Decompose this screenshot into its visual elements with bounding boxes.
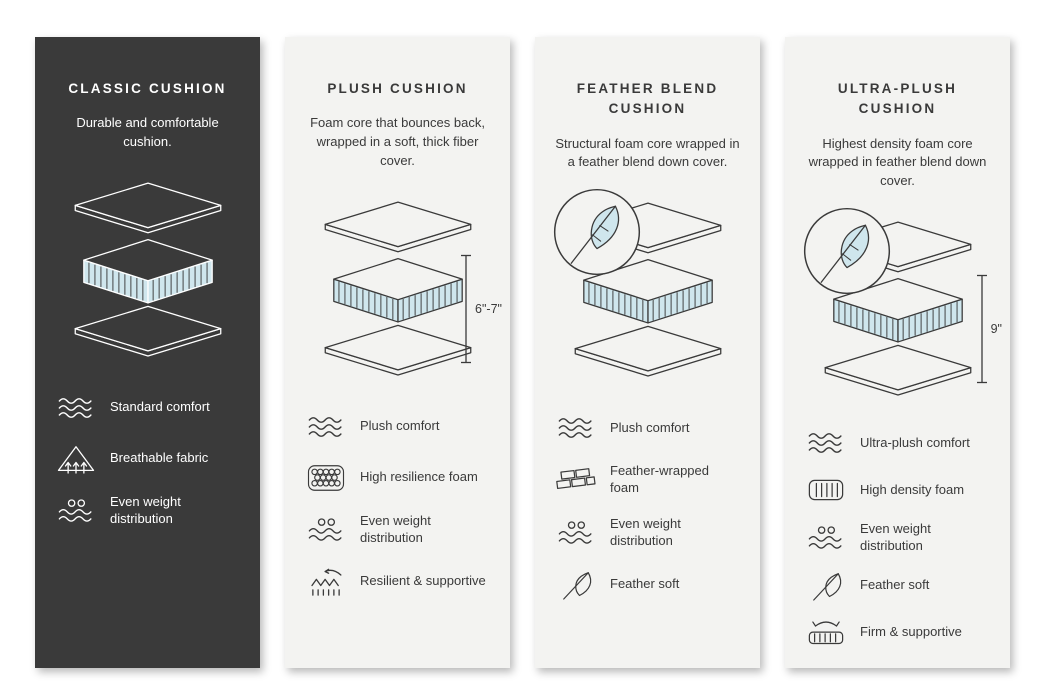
card-plush-cushion: PLUSH CUSHION Foam core that bounces bac…: [285, 37, 510, 668]
cushion-diagram: 6"-7": [303, 197, 502, 381]
feature-row: Even weight distribution: [305, 513, 490, 547]
weight-distribution-icon: [805, 522, 847, 554]
feature-row: Even weight distribution: [805, 521, 990, 555]
measurement-label: 9": [990, 322, 1002, 337]
feature-row: Resilient & supportive: [305, 566, 490, 598]
spring-icon: [305, 566, 347, 598]
feature-label: Resilient & supportive: [360, 573, 486, 589]
card-classic-cushion: CLASSIC CUSHION Durable and comfortable …: [35, 37, 260, 668]
waves-icon: [555, 412, 597, 444]
feature-label: Standard comfort: [110, 399, 210, 415]
feature-label: Feather-wrapped foam: [610, 463, 709, 496]
weight-distribution-icon: [555, 517, 597, 549]
foam-cells-icon: [305, 462, 347, 494]
height-measurement: 6"-7": [460, 253, 502, 365]
waves-icon: [805, 427, 847, 459]
feature-row: Plush comfort: [305, 411, 490, 443]
card-description: Highest density foam core wrapped in fea…: [808, 135, 987, 189]
feature-label: Even weight distribution: [360, 512, 431, 545]
feature-list: Ultra-plush comfort High density foam Ev…: [803, 427, 992, 649]
feature-label: Plush comfort: [360, 418, 440, 434]
card-title: ULTRA-PLUSH CUSHION: [837, 81, 958, 117]
feature-row: Standard comfort: [55, 392, 240, 424]
feature-row: Breathable fabric: [55, 443, 240, 475]
feature-label: Feather soft: [860, 577, 930, 593]
feature-row: High resilience foam: [305, 462, 490, 494]
cushion-diagram: [53, 178, 242, 362]
feather-icon: [805, 570, 847, 602]
feather-badge-icon: [801, 205, 893, 297]
cushion-diagram: [553, 198, 742, 382]
card-description: Durable and comfortable cushion.: [76, 115, 219, 150]
dimension-line: [976, 274, 987, 384]
card-feather-blend-cushion: FEATHER BLEND CUSHION Structural foam co…: [535, 37, 760, 668]
feature-label: Even weight distribution: [860, 521, 931, 553]
feature-list: Plush comfort High resilience foam Even …: [303, 411, 492, 598]
waves-icon: [55, 392, 97, 424]
waves-icon: [305, 411, 347, 443]
cushion-layers-illustration: [58, 178, 238, 362]
feather-badge-icon: [551, 186, 643, 278]
feather-icon: [555, 569, 597, 601]
feature-label: Breathable fabric: [110, 450, 209, 466]
feature-label: High density foam: [860, 481, 965, 497]
feature-row: High density foam: [805, 474, 990, 506]
card-title: CLASSIC CUSHION: [68, 81, 227, 96]
feature-label: Even weight distribution: [610, 515, 681, 548]
feature-row: Feather soft: [805, 570, 990, 602]
card-ultra-plush-cushion: ULTRA-PLUSH CUSHION Highest density foam…: [785, 37, 1010, 668]
card-title: FEATHER BLEND CUSHION: [576, 81, 719, 117]
feature-row: Ultra-plush comfort: [805, 427, 990, 459]
feature-row: Feather-wrapped foam: [555, 463, 740, 497]
bricks-icon: [555, 464, 597, 496]
feature-row: Feather soft: [555, 569, 740, 601]
density-foam-icon: [805, 474, 847, 506]
cushion-diagram: 9": [803, 217, 1002, 401]
weight-distribution-icon: [305, 514, 347, 546]
weight-distribution-icon: [55, 495, 97, 527]
height-measurement: 9": [976, 273, 1002, 385]
card-description: Structural foam core wrapped in a feathe…: [555, 135, 740, 170]
feature-list: Plush comfort Feather-wrapped foam Even …: [553, 412, 742, 601]
feature-label: Plush comfort: [610, 419, 690, 435]
feature-label: Even weight distribution: [110, 493, 181, 526]
firm-supportive-icon: [805, 617, 847, 649]
feature-label: High resilience foam: [360, 469, 478, 485]
feature-row: Even weight distribution: [555, 516, 740, 550]
feature-row: Even weight distribution: [55, 494, 240, 528]
card-title: PLUSH CUSHION: [327, 81, 468, 96]
dimension-line: [461, 254, 472, 363]
feature-list: Standard comfort Breathable fabric Even …: [53, 392, 242, 528]
feature-row: Firm & supportive: [805, 617, 990, 649]
breathable-icon: [55, 443, 97, 475]
card-description: Foam core that bounces back, wrapped in …: [310, 115, 485, 168]
measurement-label: 6"-7": [475, 301, 502, 316]
feature-label: Feather soft: [610, 576, 680, 592]
feature-row: Plush comfort: [555, 412, 740, 444]
feature-label: Firm & supportive: [860, 624, 962, 640]
feature-label: Ultra-plush comfort: [860, 434, 970, 450]
